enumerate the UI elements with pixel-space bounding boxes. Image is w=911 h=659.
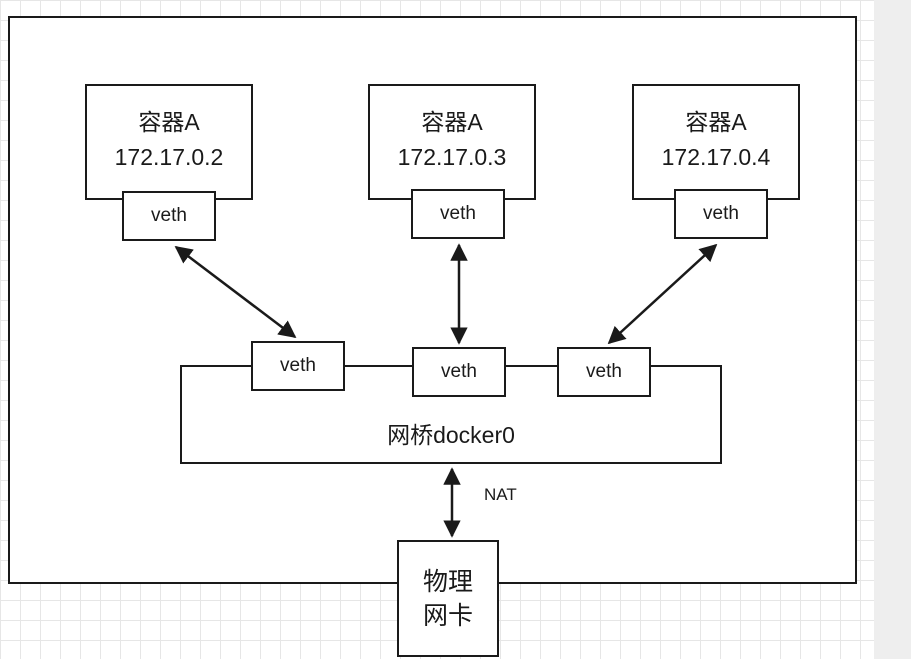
container-3: 容器A 172.17.0.4 [632, 84, 800, 200]
bridge-veth-2: veth [412, 347, 506, 397]
container-1: 容器A 172.17.0.2 [85, 84, 253, 200]
physical-nic-line2: 网卡 [422, 601, 473, 630]
container-veth-3: veth [674, 189, 768, 239]
physical-nic: 物理 网卡 [397, 540, 499, 657]
container-name: 容器A [685, 109, 747, 135]
container-ip: 172.17.0.2 [114, 144, 224, 170]
bridge-veth-3: veth [557, 347, 651, 397]
bridge-label: 网桥docker0 [387, 422, 515, 448]
container-name: 容器A [138, 109, 200, 135]
arrow-veth3-to-bridge [607, 243, 718, 345]
arrow-veth1-to-bridge [174, 245, 297, 339]
physical-nic-line1: 物理 [422, 567, 473, 596]
container-ip: 172.17.0.4 [661, 144, 771, 170]
scrollbar-strip [874, 0, 911, 659]
bridge-veth-1: veth [251, 341, 345, 391]
container-veth-2: veth [411, 189, 505, 239]
container-ip: 172.17.0.3 [397, 144, 507, 170]
nat-label: NAT [484, 485, 517, 504]
container-name: 容器A [421, 109, 483, 135]
container-veth-1: veth [122, 191, 216, 241]
container-2: 容器A 172.17.0.3 [368, 84, 536, 200]
